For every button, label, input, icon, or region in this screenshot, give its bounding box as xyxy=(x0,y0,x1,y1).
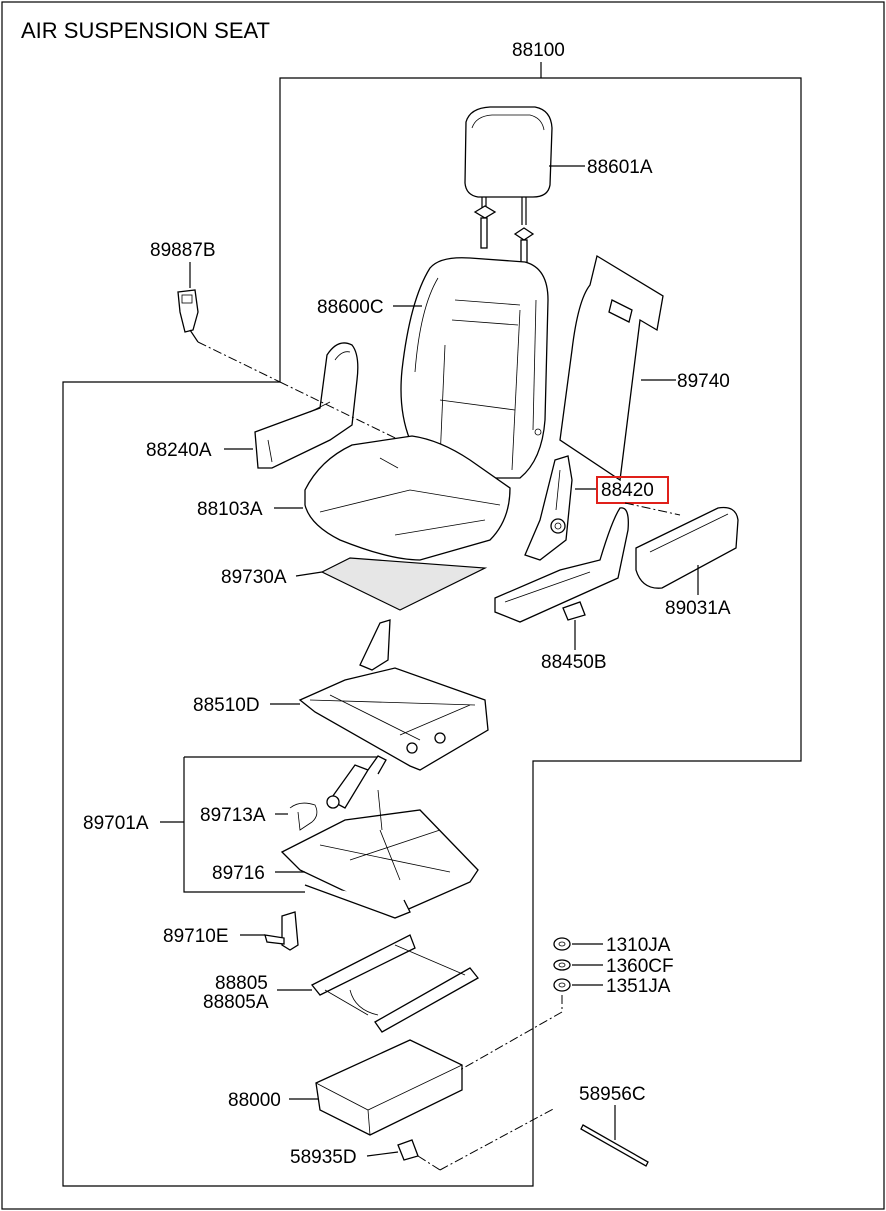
label-89031A: 89031A xyxy=(665,598,731,619)
highlight-88420 xyxy=(596,476,669,504)
seat-track-frame-part[interactable] xyxy=(298,619,489,771)
label-88000: 88000 xyxy=(228,1090,281,1111)
label-88805A: 88805A xyxy=(203,992,269,1013)
label-88103A: 88103A xyxy=(197,499,263,520)
dash-88240A xyxy=(279,381,421,451)
label-88600C: 88600C xyxy=(317,297,384,318)
suspension-mechanism-part[interactable] xyxy=(280,789,479,919)
seat-side-cover-part[interactable] xyxy=(494,507,629,623)
bolt-part[interactable] xyxy=(397,1139,419,1161)
label-88805: 88805 xyxy=(215,973,268,994)
air-spring-part[interactable] xyxy=(289,755,387,831)
diagram-title: AIR SUSPENSION SEAT xyxy=(21,18,270,43)
leader-89730A xyxy=(295,571,323,577)
side-trim-part[interactable] xyxy=(254,342,359,469)
rod-part[interactable] xyxy=(580,1124,649,1167)
dash-hardware-b xyxy=(459,1011,563,1071)
label-89710E: 89710E xyxy=(163,926,229,947)
label-88450B: 88450B xyxy=(541,652,607,673)
headrest-part[interactable] xyxy=(464,106,553,273)
bracket-part[interactable] xyxy=(264,911,299,951)
label-58935D: 58935D xyxy=(290,1147,357,1168)
slide-rail-part[interactable] xyxy=(310,934,479,1033)
dash-89887B xyxy=(197,341,281,383)
bracket-89701A-side xyxy=(183,757,305,893)
nut-part[interactable] xyxy=(553,937,571,951)
seat-belt-buckle-part[interactable] xyxy=(177,289,199,343)
label-88240A: 88240A xyxy=(146,440,212,461)
label-1360CF: 1360CF xyxy=(606,956,674,977)
label-58956C: 58956C xyxy=(579,1084,646,1105)
dash-89031A xyxy=(624,502,681,516)
leader-58935D xyxy=(366,1151,399,1157)
label-1351JA: 1351JA xyxy=(606,976,671,997)
label-89887B: 89887B xyxy=(150,240,216,261)
label-89701A: 89701A xyxy=(83,813,149,834)
label-89740: 89740 xyxy=(677,371,730,392)
dash-58935D-b xyxy=(439,1107,556,1171)
label-88601A: 88601A xyxy=(587,157,653,178)
label-88420: 88420 xyxy=(601,480,654,501)
back-panel-part[interactable] xyxy=(559,254,664,482)
seat-base-riser-part[interactable] xyxy=(315,1039,463,1136)
dash-58935D xyxy=(417,1155,441,1171)
label-1310JA: 1310JA xyxy=(606,935,671,956)
spring-washer-part[interactable] xyxy=(553,978,571,992)
assembly-88100-outline xyxy=(62,77,802,1187)
label-89730A: 89730A xyxy=(221,567,287,588)
label-89716: 89716 xyxy=(212,863,265,884)
label-88510D: 88510D xyxy=(193,695,260,716)
label-88100: 88100 xyxy=(512,40,565,61)
cushion-pad-part[interactable] xyxy=(320,557,488,611)
label-89713A: 89713A xyxy=(200,805,266,826)
seat-cushion-part[interactable] xyxy=(304,435,511,561)
washer-part[interactable] xyxy=(553,959,571,971)
recliner-part[interactable] xyxy=(524,455,573,561)
armrest-part[interactable] xyxy=(635,506,739,589)
